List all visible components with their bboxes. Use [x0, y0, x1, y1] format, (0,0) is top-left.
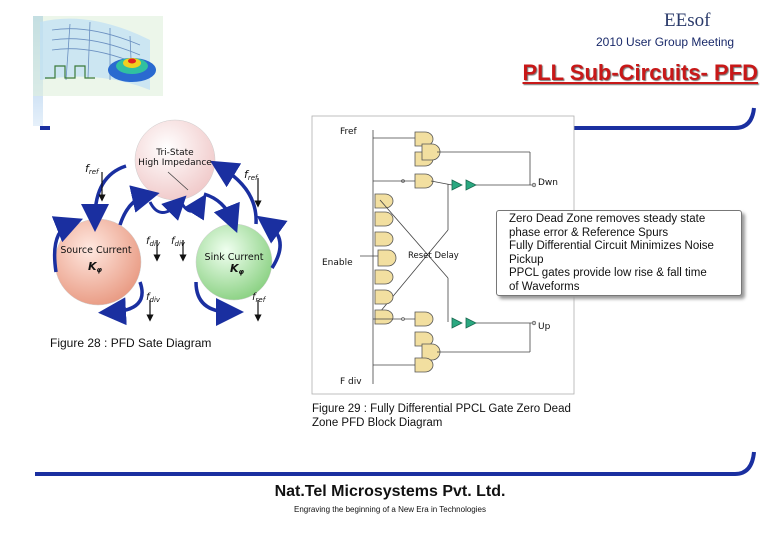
middle-gates — [374, 231, 397, 305]
arrow-tri-self — [148, 195, 187, 221]
arrow-tri-self-2 — [178, 193, 207, 221]
bottom-buffers — [451, 317, 477, 329]
figure-28-caption: Figure 28 : PFD Sate Diagram — [50, 336, 212, 350]
dwn-label: Dwn — [538, 178, 558, 188]
callout-line: Pickup — [509, 253, 544, 266]
pfd-state-diagram: Tri-State High Impedance Source Current … — [50, 119, 312, 335]
top-gates — [374, 131, 441, 227]
state-sink-label: Sink Current — [205, 252, 264, 263]
top-swoosh — [40, 107, 756, 130]
state-source-label: Source Current — [60, 245, 132, 256]
state-tristate-label-2: High Impedance — [138, 158, 212, 168]
callout-box: Zero Dead Zone removes steady state phas… — [496, 210, 742, 296]
callout-line: PPCL gates provide low rise & fall time — [509, 267, 707, 279]
bottom-swoosh — [35, 451, 756, 476]
figure-29-caption: Figure 29 : Fully Differential PPCL Gate… — [312, 403, 571, 429]
eesof-brand: EEsof — [664, 10, 711, 31]
callout-line: of Waveforms — [509, 280, 580, 293]
slide-title: PLL Sub-Circuits- PFD — [522, 60, 759, 85]
arrow-source-to-tri — [118, 185, 160, 226]
callout-line: Fully Differential Circuit Minimizes Noi… — [509, 240, 714, 252]
company-tagline: Engraving the beginning of a New Era in … — [294, 505, 486, 514]
arrow-sink-loop — [256, 215, 288, 269]
state-tristate-label-1: Tri-State — [155, 148, 194, 158]
up-label: Up — [538, 322, 551, 332]
callout-line: Zero Dead Zone removes steady state — [509, 213, 706, 225]
arrow-source-self — [98, 281, 144, 326]
arrow-source-loop — [51, 216, 83, 273]
company-name: Nat.Tel Microsystems Pvt. Ltd. — [274, 483, 506, 500]
meeting-label: 2010 User Group Meeting — [596, 35, 735, 49]
state-source — [54, 218, 142, 306]
pointer-line — [167, 171, 189, 191]
arrow-tri-to-sink — [203, 192, 240, 233]
arrow-sink-to-tri — [210, 160, 258, 225]
arrow-sink-self — [194, 281, 244, 326]
enable-label: Enable — [322, 258, 353, 268]
reset-delay-label: Reset Delay — [408, 251, 459, 261]
fdiv-label: F div — [340, 377, 362, 387]
bottom-gates — [374, 309, 441, 373]
fref-label: Fref — [340, 127, 358, 137]
callout-line: phase error & Reference Spurs — [509, 226, 669, 239]
arrow-tri-to-source — [81, 164, 127, 232]
logo-image — [33, 16, 163, 96]
